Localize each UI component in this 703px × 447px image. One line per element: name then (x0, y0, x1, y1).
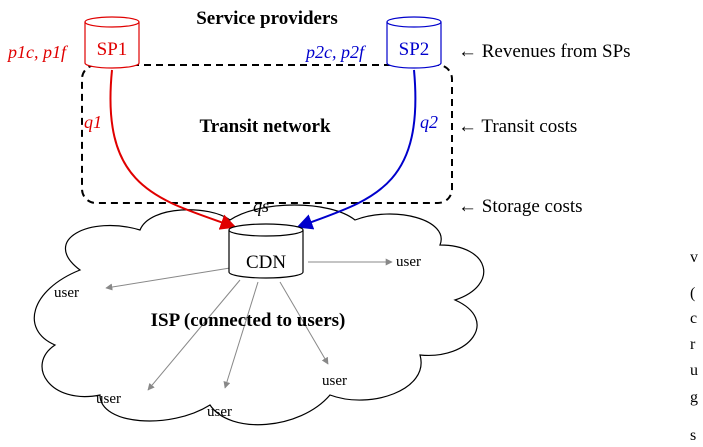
user-edge-bl1 (147, 279, 241, 391)
margin-text: c (690, 310, 697, 327)
user-edge-br (279, 281, 329, 365)
transit-network-label: Transit network (199, 116, 330, 137)
user-node: user (396, 254, 421, 270)
margin-text: v (690, 249, 698, 266)
sp2-label: SP2 (399, 39, 430, 60)
user-node: user (207, 404, 232, 420)
sp2-cylinder: SP2 (386, 16, 442, 69)
q1-label: q1 (84, 112, 102, 132)
margin-text: g (690, 389, 698, 406)
sp1-to-cdn-arrow (109, 69, 237, 230)
margin-text: ( (690, 285, 695, 302)
sp2-to-cdn-arrow (296, 69, 417, 230)
sp1-cylinder: SP1 (84, 16, 140, 69)
storage-costs-annotation: ← Storage costs (458, 196, 583, 217)
sp2-price-vars: p2c, p2f (304, 42, 367, 62)
transit-costs-annotation: ← Transit costs (458, 116, 577, 137)
cdn-cylinder: CDN (228, 223, 304, 279)
user-edge-bl2 (223, 281, 259, 389)
q2-label: q2 (420, 112, 438, 132)
cdn-label: CDN (246, 252, 286, 273)
user-node: user (96, 391, 121, 407)
margin-text: r (690, 336, 696, 353)
user-edge-left (105, 267, 231, 291)
user-node: user (54, 285, 79, 301)
revenues-annotation: ← Revenues from SPs (458, 41, 631, 62)
service-providers-title: Service providers (196, 8, 338, 29)
margin-text: s (690, 427, 696, 444)
isp-label: ISP (connected to users) (151, 310, 346, 331)
transit-network-box (81, 64, 453, 204)
user-node: user (322, 373, 347, 389)
margin-text: u (690, 362, 698, 379)
storage-qs-label: qs (253, 196, 269, 216)
sp1-label: SP1 (97, 39, 128, 60)
sp1-price-vars: p1c, p1f (6, 42, 69, 62)
